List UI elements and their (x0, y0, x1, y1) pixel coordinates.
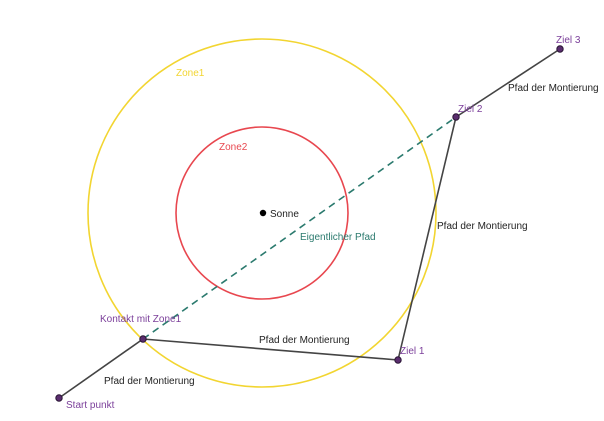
path-segment-ziel2-ziel3 (455, 48, 561, 118)
path-segment-start-contact (58, 338, 144, 399)
start-point (55, 394, 63, 402)
ziel1-point (394, 356, 402, 364)
ziel3-point (556, 45, 564, 53)
sun-dot (259, 209, 267, 217)
ziel2-point (452, 113, 460, 121)
zone1-label: Zone1 (176, 68, 205, 79)
path-segment-contact-ziel1 (142, 338, 399, 361)
zone2-label: Zone2 (219, 142, 248, 153)
zone1-circle (87, 38, 437, 388)
zone2-circle (175, 126, 349, 300)
sun-label: Sonne (270, 209, 299, 220)
ziel3-point-label: Ziel 3 (556, 35, 581, 46)
actual-path-label: Eigentlicher Pfad (300, 232, 376, 243)
path-label-contact-ziel1: Pfad der Montierung (259, 335, 350, 346)
ziel1-point-label: Ziel 1 (400, 346, 425, 357)
contact-point (139, 335, 147, 343)
start-point-label: Start punkt (66, 400, 115, 411)
path-label-ziel2-ziel3: Pfad der Montierung (508, 83, 599, 94)
actual-path-line (142, 116, 457, 340)
path-segment-ziel1-ziel2 (397, 116, 457, 361)
ziel2-point-label: Ziel 2 (458, 104, 483, 115)
path-label-ziel1-ziel2: Pfad der Montierung (437, 221, 528, 232)
contact-point-label: Kontakt mit Zone1 (100, 314, 182, 325)
path-label-start-contact: Pfad der Montierung (104, 376, 195, 387)
